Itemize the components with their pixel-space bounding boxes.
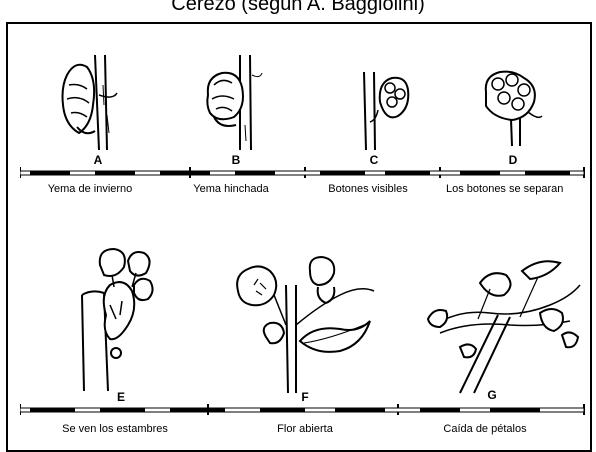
stage-letter-e: E xyxy=(111,390,131,404)
stage-letter-b: B xyxy=(226,153,246,167)
swollen-bud-sketch xyxy=(200,55,275,150)
stage-label-d: Los botones se separan xyxy=(446,183,586,195)
stage-letter-c: C xyxy=(364,153,384,167)
phenology-scale-bar-top xyxy=(20,165,586,179)
stage-label-f: Flor abierta xyxy=(250,423,360,435)
stage-letter-f: F xyxy=(295,390,315,404)
stage-label-c: Botones visibles xyxy=(318,183,418,195)
open-flower-sketch xyxy=(230,255,380,395)
stage-letter-a: A xyxy=(88,153,108,167)
phenology-scale-bar-bottom xyxy=(20,402,586,416)
stage-label-e: Se ven los estambres xyxy=(40,423,190,435)
stage-label-a: Yema de invierno xyxy=(30,183,150,195)
winter-bud-sketch xyxy=(55,55,130,150)
visible-buds-sketch xyxy=(350,62,420,152)
stage-letter-d: D xyxy=(503,153,523,167)
petal-fall-sketch xyxy=(420,255,585,395)
stage-label-b: Yema hinchada xyxy=(176,183,286,195)
page-title: Cerezo (según A. Baggiolini) xyxy=(0,0,596,16)
stamens-visible-sketch xyxy=(70,245,170,395)
stage-label-g: Caída de pétalos xyxy=(420,423,550,435)
buds-separating-sketch xyxy=(472,62,552,147)
stage-letter-g: G xyxy=(482,388,502,402)
